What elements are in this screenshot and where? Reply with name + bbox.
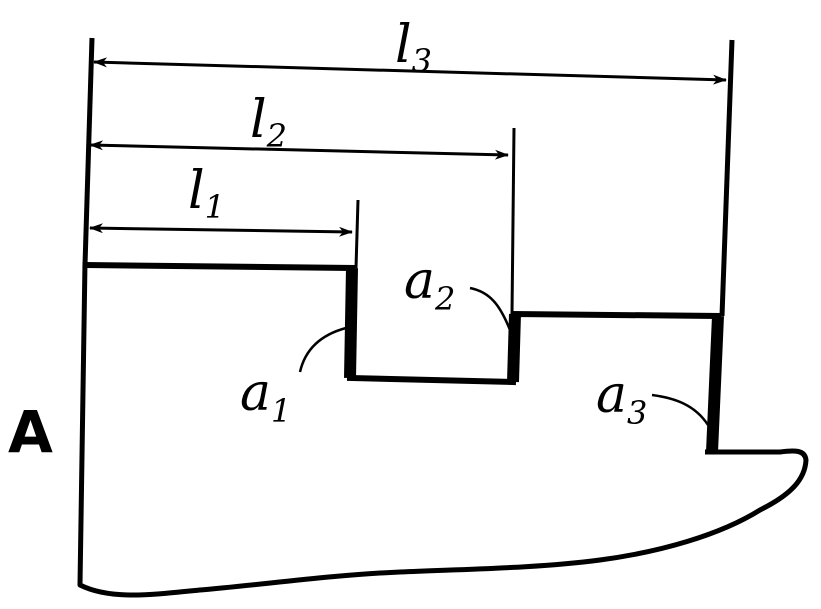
label-a3: a3	[596, 365, 647, 432]
extension-line-l1	[354, 199, 360, 269]
step-face-a1	[344, 267, 358, 379]
dimension-line-l1	[89, 223, 353, 237]
extension-line-l2	[510, 127, 516, 315]
leader-line-a3	[651, 393, 710, 426]
label-a1: a1	[240, 363, 291, 430]
step-face-a3	[706, 315, 724, 453]
label-a2: a2	[404, 251, 455, 318]
dimension-line-l3	[93, 57, 727, 85]
leader-line-a1	[298, 326, 347, 373]
label-l2: l2	[250, 90, 287, 155]
label-side-a: A	[8, 398, 53, 466]
label-l3: l3	[395, 15, 432, 80]
label-l1: l1	[188, 161, 225, 226]
step-face-a2	[507, 313, 521, 383]
extension-line-origin	[82, 37, 95, 266]
dimension-line-l2	[89, 140, 509, 160]
body-outline	[77, 261, 809, 598]
leader-line-a2	[469, 286, 512, 331]
extension-line-l3	[719, 39, 735, 317]
